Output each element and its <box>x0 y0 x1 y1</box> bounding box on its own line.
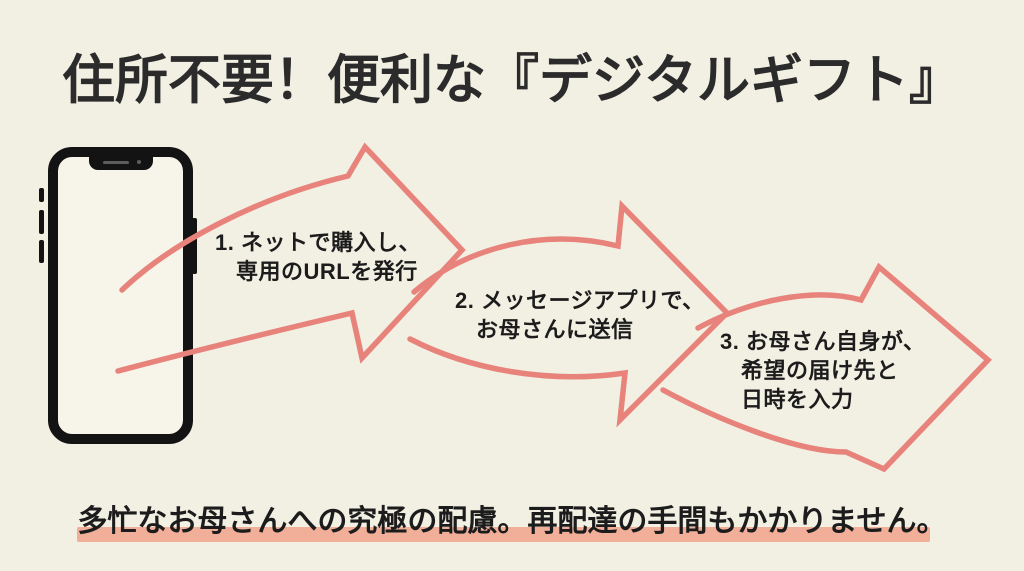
flow-arrow-1-icon <box>115 142 466 374</box>
phone-volume-up-button-icon <box>39 210 44 234</box>
phone-mute-button-icon <box>39 188 44 202</box>
phone-volume-down-button-icon <box>39 240 44 263</box>
phone-power-button-icon <box>192 218 197 274</box>
step-1-label: 1. ネットで購入し、 専用のURLを発行 <box>215 228 421 286</box>
page-title: 住所不要！便利な『デジタルギフト』 <box>62 52 962 110</box>
flow-arrow-2-icon <box>407 199 731 428</box>
step-3-line-1: 3. お母さん自身が、 <box>720 329 926 354</box>
flow-arrow-3-icon <box>660 262 992 473</box>
footer-highlight-bar <box>77 527 930 542</box>
phone-speaker-icon <box>102 161 129 164</box>
phone-notch <box>88 156 153 170</box>
step-3-label: 3. お母さん自身が、 希望の届け先と 日時を入力 <box>720 327 926 414</box>
step-1-line-2: 専用のURLを発行 <box>236 259 418 284</box>
step-2-line-1: 2. メッセージアプリで、 <box>455 288 705 313</box>
step-3-line-2: 希望の届け先と <box>741 358 899 383</box>
step-3-line-3: 日時を入力 <box>741 387 854 412</box>
phone-camera-icon <box>136 160 141 164</box>
step-2-line-2: お母さんに送信 <box>476 317 634 342</box>
step-2-label: 2. メッセージアプリで、 お母さんに送信 <box>455 286 705 344</box>
footer-text: 多忙なお母さんへの究極の配慮。再配達の手間もかかりません。 <box>77 505 947 538</box>
step-1-line-1: 1. ネットで購入し、 <box>215 230 421 255</box>
smartphone-illustration <box>48 147 193 444</box>
